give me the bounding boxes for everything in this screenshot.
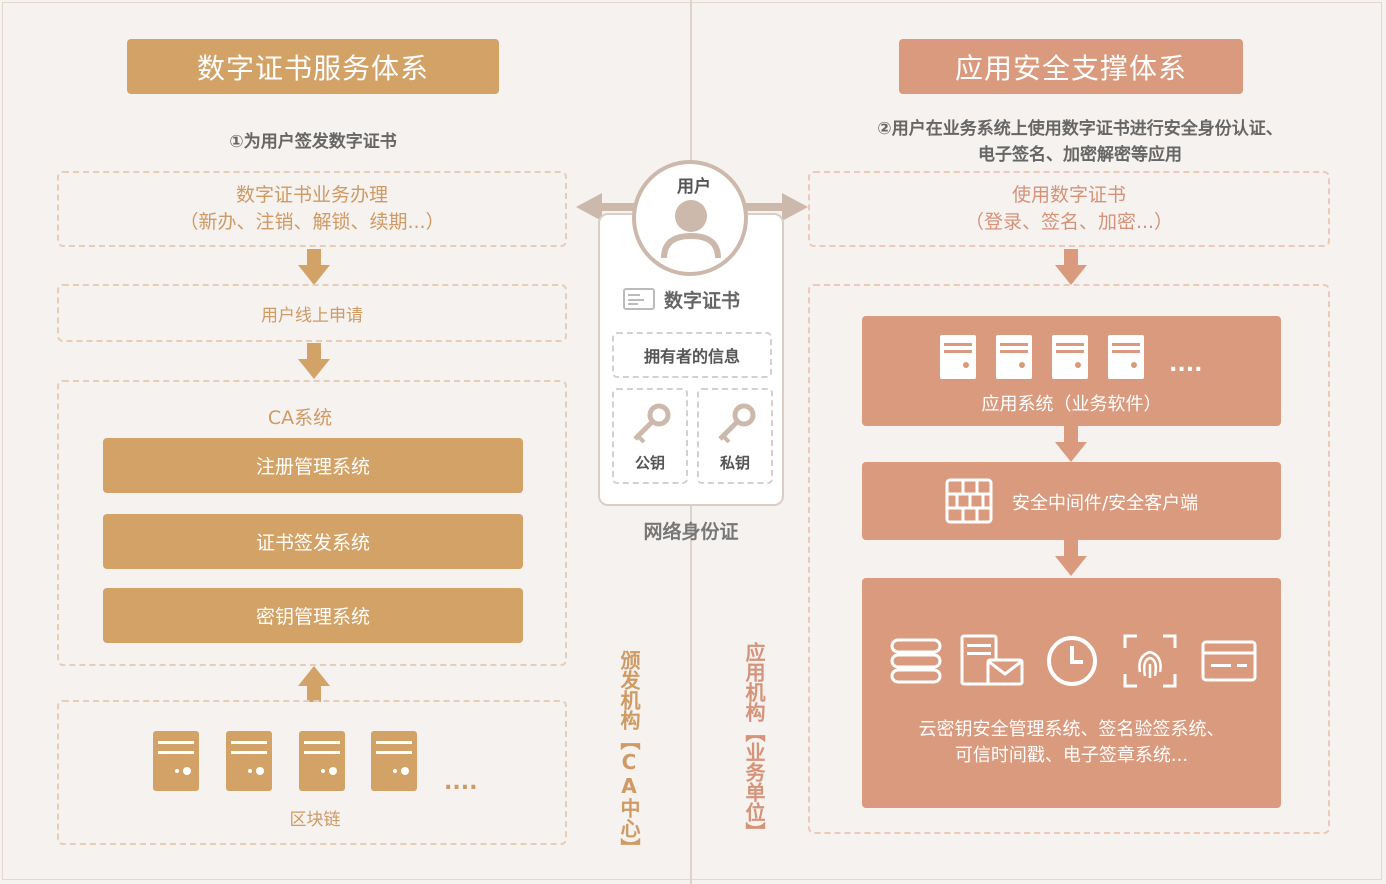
issuing-authority-label: 颁发机构【CA中心】 bbox=[617, 650, 641, 858]
owner-info-box: 拥有者的信息 bbox=[612, 332, 772, 378]
left-caption: ①为用户签发数字证书 bbox=[229, 132, 397, 152]
application-security-box bbox=[808, 284, 1330, 834]
business-handling-box: 数字证书业务办理 （新办、注销、解锁、续期...） bbox=[57, 171, 567, 247]
server-icon bbox=[226, 731, 272, 791]
arrow-down-icon bbox=[1055, 249, 1087, 285]
usage-title: 使用数字证书 bbox=[1011, 184, 1126, 206]
server-icon bbox=[996, 335, 1032, 379]
user-label: 用户 bbox=[677, 177, 711, 197]
user-avatar bbox=[632, 160, 748, 276]
user-icon bbox=[661, 200, 721, 259]
signature-mail-icon bbox=[960, 634, 1024, 686]
blockchain-label: 区块链 bbox=[289, 810, 341, 830]
card-icon bbox=[1201, 640, 1257, 682]
server-icon bbox=[299, 731, 345, 791]
fingerprint-icon bbox=[1123, 634, 1177, 688]
network-identity-label: 网络身份证 bbox=[643, 521, 739, 543]
certificate-issuing-system: 证书签发系统 bbox=[103, 514, 523, 569]
left-panel-title: 数字证书服务体系 bbox=[127, 39, 499, 94]
certificate-icon bbox=[623, 288, 655, 310]
server-icon bbox=[940, 335, 976, 379]
blockchain-ellipsis: .... bbox=[444, 770, 478, 795]
application-org-label: 应用机构【业务单位】 bbox=[742, 642, 766, 842]
server-icon bbox=[1052, 335, 1088, 379]
certificate-title: 数字证书 bbox=[664, 290, 741, 312]
app-system-label: 应用系统（业务软件） bbox=[981, 394, 1162, 415]
arrow-down-icon bbox=[298, 343, 330, 379]
server-icon bbox=[1108, 335, 1144, 379]
owner-info-label: 拥有者的信息 bbox=[643, 347, 740, 366]
registration-management-system: 注册管理系统 bbox=[103, 438, 523, 493]
security-services-box bbox=[862, 578, 1281, 808]
app-system-ellipsis: .... bbox=[1169, 352, 1203, 377]
services-line1: 云密钥安全管理系统、签名验签系统、 bbox=[918, 719, 1225, 740]
public-key-box bbox=[612, 388, 688, 484]
usage-subtitle: （登录、签名、加密...） bbox=[964, 211, 1174, 233]
blockchain-box bbox=[57, 700, 567, 845]
ca-system-title: CA系统 bbox=[267, 407, 333, 429]
private-key-label: 私钥 bbox=[719, 454, 750, 472]
services-line2: 可信时间戳、电子签章系统... bbox=[954, 745, 1189, 766]
server-icon bbox=[153, 731, 199, 791]
business-title: 数字证书业务办理 bbox=[235, 184, 388, 206]
right-panel-title: 应用安全支撑体系 bbox=[899, 39, 1243, 94]
key-icon bbox=[718, 403, 756, 443]
clock-icon bbox=[1047, 636, 1097, 686]
firewall-icon bbox=[945, 478, 993, 524]
arrow-down-icon bbox=[1055, 426, 1087, 462]
right-caption-line1: ②用户在业务系统上使用数字证书进行安全身份认证、 bbox=[877, 119, 1283, 139]
arrow-down-icon bbox=[298, 249, 330, 285]
certificate-usage-box: 使用数字证书 （登录、签名、加密...） bbox=[808, 171, 1330, 247]
private-key-box bbox=[697, 388, 773, 484]
arrow-up-icon bbox=[298, 666, 330, 702]
server-icon bbox=[371, 731, 417, 791]
online-apply-box: 用户线上申请 bbox=[57, 284, 567, 342]
key-management-system: 密钥管理系统 bbox=[103, 588, 523, 643]
security-middleware-box bbox=[862, 462, 1281, 540]
arrow-down-icon bbox=[1055, 540, 1087, 576]
key-icon bbox=[633, 403, 671, 443]
right-caption-line2: 电子签名、加密解密等应用 bbox=[978, 145, 1182, 165]
business-subtitle: （新办、注销、解锁、续期...） bbox=[179, 211, 445, 233]
right-caption: ②用户在业务系统上使用数字证书进行安全身份认证、 电子签名、加密解密等应用 bbox=[820, 116, 1340, 168]
services-label: 云密钥安全管理系统、签名验签系统、 可信时间戳、电子签章系统... bbox=[862, 717, 1281, 769]
ca-system-box bbox=[57, 380, 567, 666]
online-apply-label: 用户线上申请 bbox=[261, 305, 363, 326]
database-server-icon bbox=[890, 638, 942, 684]
middleware-label: 安全中间件/安全客户端 bbox=[1012, 493, 1199, 514]
public-key-label: 公钥 bbox=[634, 454, 665, 472]
